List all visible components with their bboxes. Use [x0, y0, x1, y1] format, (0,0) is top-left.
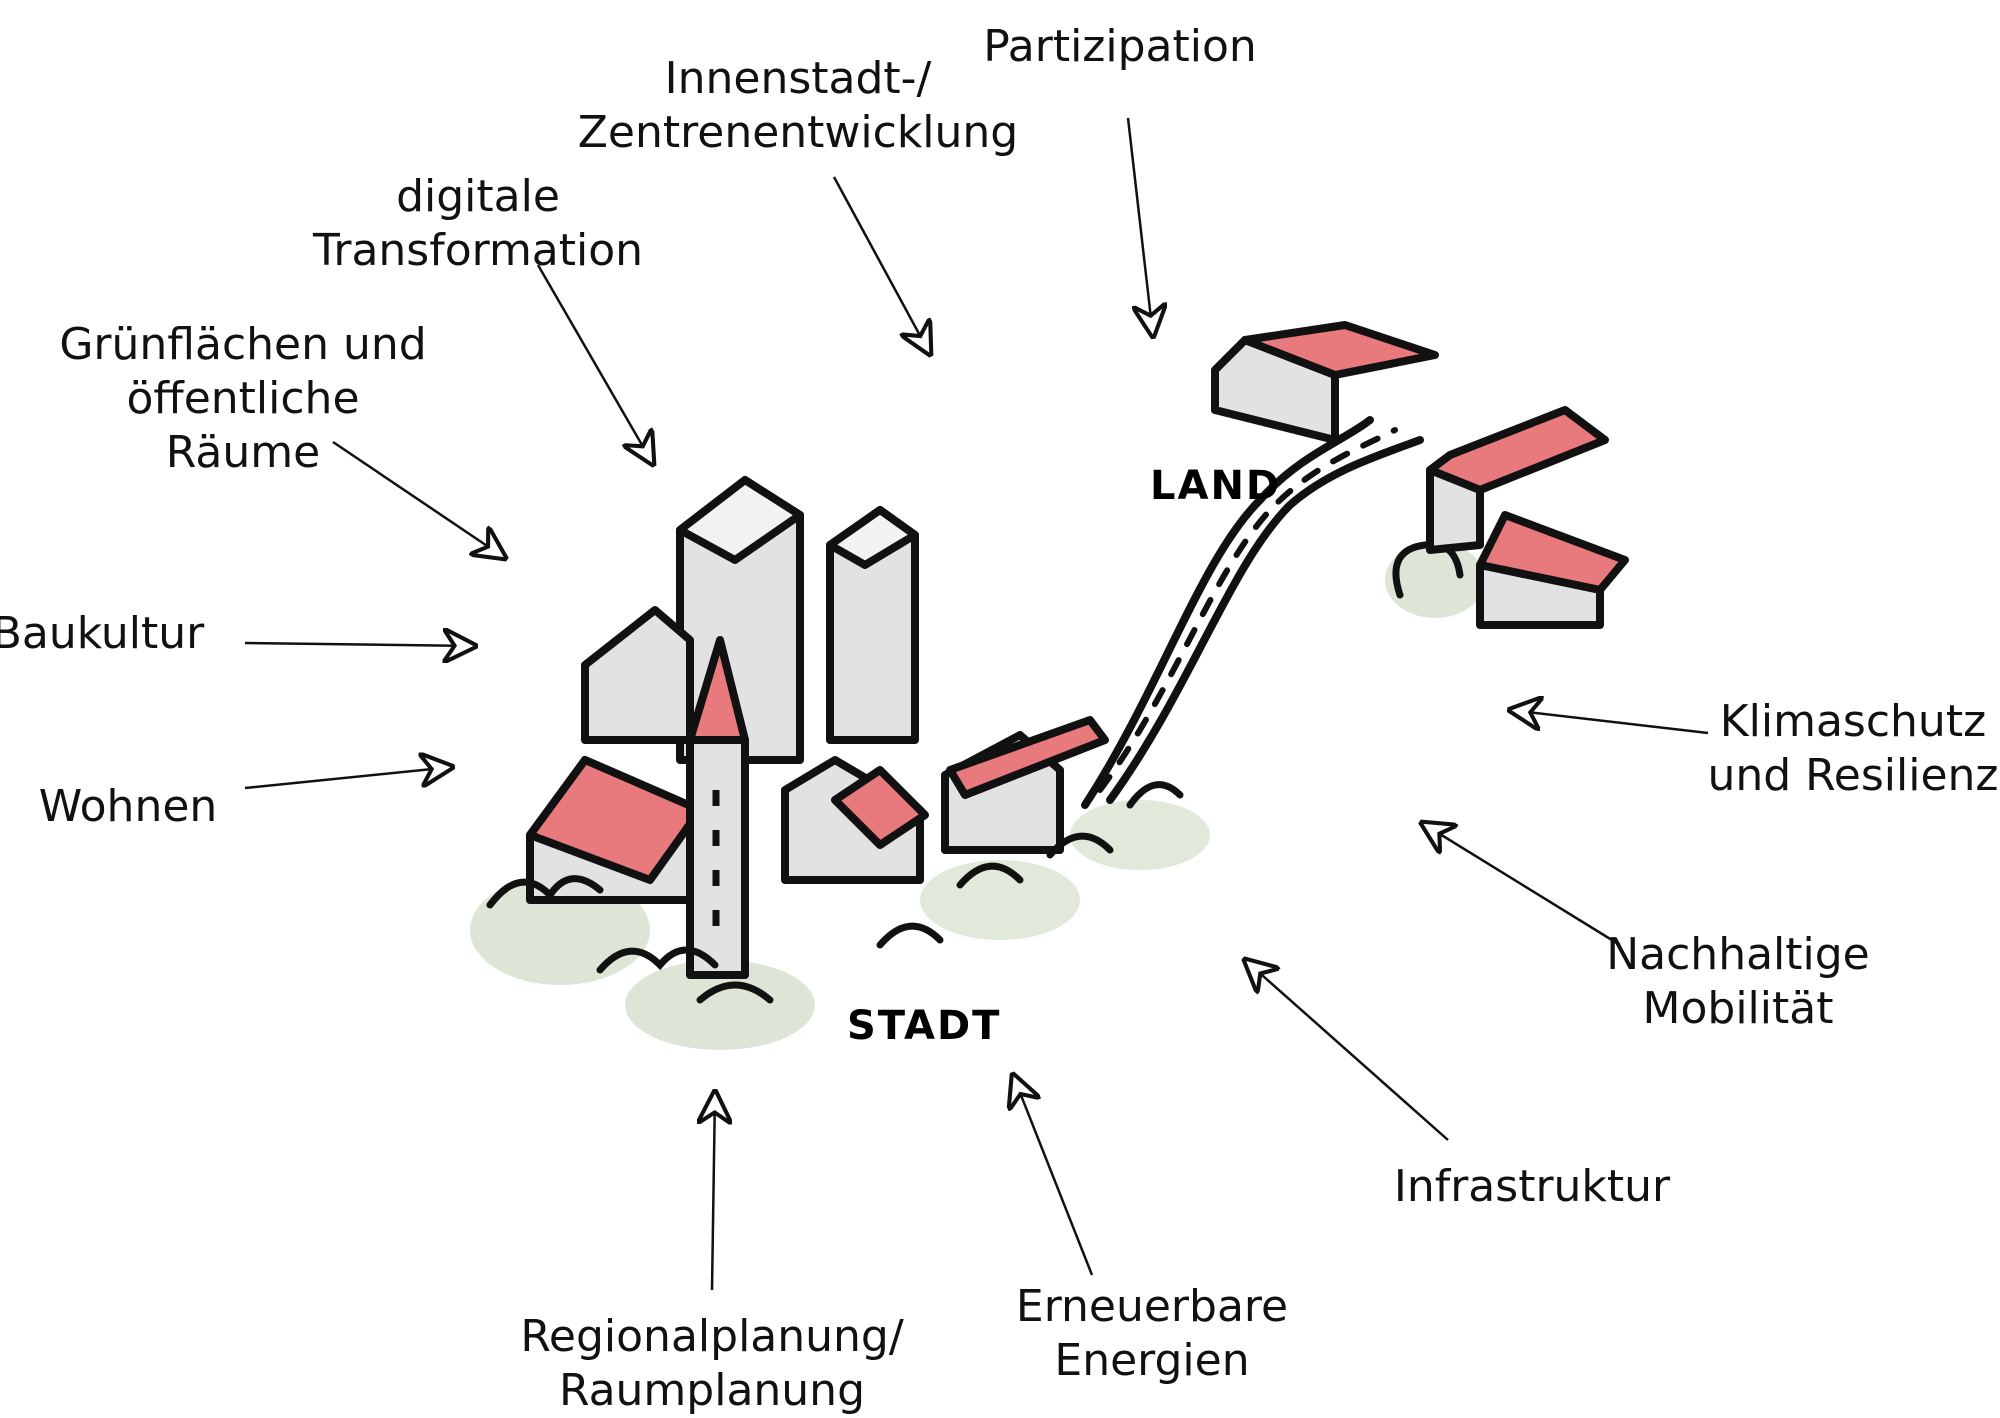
church-tower [686, 636, 749, 979]
tower-buildings [581, 476, 919, 764]
label-nachhaltige-mobilitaet: Nachhaltige Mobilität [1606, 929, 1870, 1034]
red-roof-houses [526, 716, 1109, 904]
bushes [486, 540, 1464, 1004]
label-wohnen: Wohnen [38, 781, 218, 832]
label-erneuerbare-energien: Erneuerbare Energien [1015, 1281, 1289, 1386]
label-infrastruktur: Infrastruktur [1393, 1161, 1671, 1212]
label-klimaschutz: Klimaschutz und Resilienz [1707, 696, 1999, 801]
label-baukultur: Baukultur [0, 608, 205, 659]
road [1081, 416, 1424, 809]
topic-arrows [244, 117, 1709, 1291]
country-label: LAND [1150, 463, 1282, 509]
label-innenstadt-entwicklung: Innenstadt-/ Zentrenentwicklung [577, 53, 1019, 158]
label-partizipation: Partizipation [983, 21, 1257, 72]
country-houses [1211, 321, 1629, 629]
label-regionalplanung: Regionalplanung/ Raumplanung [520, 1311, 904, 1416]
label-gruenflaechen: Grünflächen und öffentliche Räume [59, 319, 427, 478]
label-digitale-transformation: digitale Transformation [312, 171, 644, 276]
city-label: STADT [847, 1003, 1002, 1049]
